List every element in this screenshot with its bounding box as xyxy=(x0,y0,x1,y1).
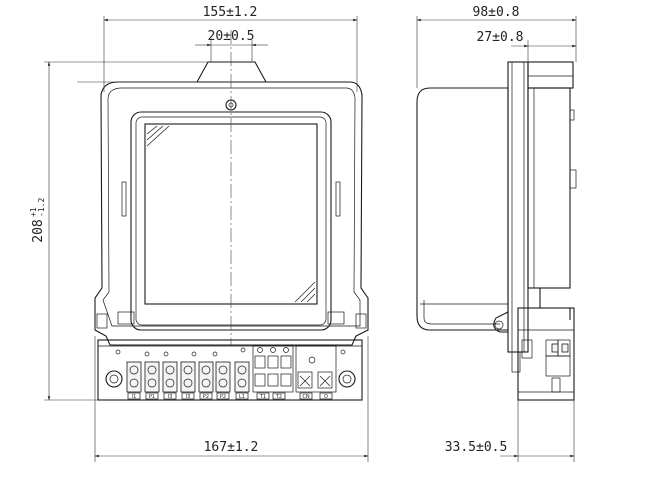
front-view: I1 P1 I3 I3 P2 P2 L1 T1 T2 CN D xyxy=(77,30,369,401)
terminal xyxy=(198,361,214,393)
terminal xyxy=(215,361,231,393)
side-view xyxy=(416,61,577,401)
dim-height-tol-plus: +1 xyxy=(29,207,38,217)
terminal-label: D xyxy=(324,394,328,400)
dim-side-cover: 27±0.8 xyxy=(477,30,524,45)
dim-height-value: 208 xyxy=(31,219,46,242)
terminal xyxy=(162,361,178,393)
dim-top-width: 155±1.2 xyxy=(203,5,258,20)
terminal-label: P2 xyxy=(203,394,209,400)
terminal-label: P2 xyxy=(220,394,226,400)
dim-bottom-width: 167±1.2 xyxy=(204,440,259,455)
dim-side-depth: 98±0.8 xyxy=(473,5,520,20)
dim-side-base: 33.5±0.5 xyxy=(445,440,508,455)
terminal-label: T2 xyxy=(275,394,282,400)
front-dimensions: 155±1.2 20±0.5 208 +1 -1.2 167±1.2 xyxy=(29,5,369,462)
side-dimensions: 98±0.8 27±0.8 33.5±0.5 xyxy=(416,5,577,462)
dim-height-tol-minus: -1.2 xyxy=(37,198,46,217)
terminal-label: CN xyxy=(302,394,309,400)
terminal xyxy=(126,361,142,393)
terminal-label: P1 xyxy=(149,394,155,400)
terminal-label: I3 xyxy=(186,394,191,400)
dim-top-notch: 20±0.5 xyxy=(208,29,255,44)
terminal-label: I1 xyxy=(132,394,137,400)
terminal xyxy=(180,361,196,393)
terminal-label: T1 xyxy=(259,394,266,400)
terminal xyxy=(234,361,250,393)
terminal-label: I3 xyxy=(168,394,173,400)
dim-height: 208 xyxy=(31,219,46,242)
terminal xyxy=(144,361,160,393)
terminal-label: L1 xyxy=(239,394,245,400)
